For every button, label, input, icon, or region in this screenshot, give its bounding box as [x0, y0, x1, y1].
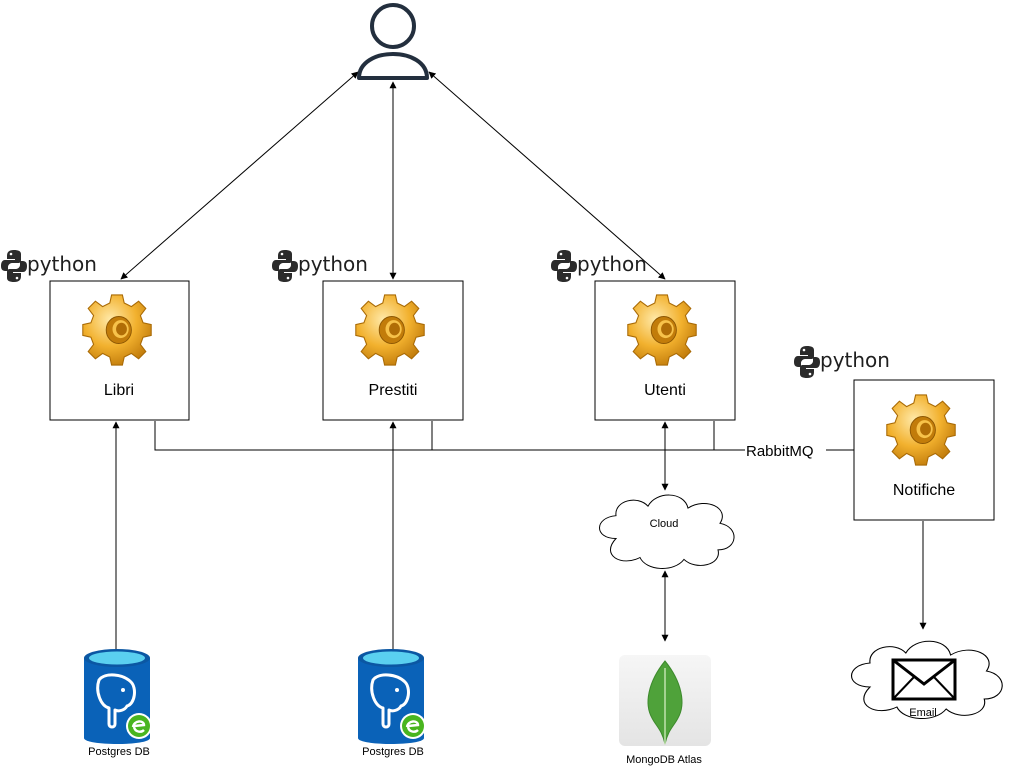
- arrow-user-libri: [120, 71, 359, 280]
- python-label-utenti: python: [577, 252, 647, 276]
- gear-icon: [627, 294, 697, 366]
- postgres-db-icon[interactable]: [82, 647, 154, 746]
- email-label: Email: [909, 707, 937, 719]
- postgres-label-prestiti: Postgres DB: [362, 746, 424, 758]
- arrow-user-utenti: [428, 71, 666, 280]
- rabbitmq-bus-line: [154, 421, 745, 451]
- service-notifiche[interactable]: Notifiche: [853, 379, 995, 521]
- service-utenti[interactable]: Utenti: [594, 280, 736, 421]
- connectors: [112, 71, 927, 659]
- postgres-db-icon[interactable]: [356, 647, 428, 746]
- cloud-node[interactable]: [599, 494, 735, 569]
- gear-icon: [355, 294, 425, 366]
- cloud-label: Cloud: [650, 518, 679, 530]
- python-logo-notifiche: [794, 346, 820, 378]
- service-libri[interactable]: Libri: [49, 280, 190, 421]
- service-label-notifiche: Notifiche: [893, 482, 955, 499]
- python-logo-libri: [1, 250, 27, 282]
- gear-icon: [886, 394, 956, 466]
- python-logo-utenti: [551, 250, 577, 282]
- rabbitmq-label: RabbitMQ: [746, 443, 814, 460]
- mongodb-leaf-icon[interactable]: [619, 655, 711, 746]
- gear-icon: [82, 294, 152, 366]
- python-label-prestiti: python: [298, 252, 368, 276]
- service-label-utenti: Utenti: [644, 382, 686, 399]
- mongodb-label: MongoDB Atlas: [626, 754, 702, 766]
- python-logo-prestiti: [272, 250, 298, 282]
- envelope-icon: [891, 658, 957, 701]
- service-prestiti[interactable]: Prestiti: [322, 280, 464, 421]
- service-label-libri: Libri: [104, 382, 134, 399]
- service-label-prestiti: Prestiti: [369, 382, 418, 399]
- user-icon: [357, 3, 429, 80]
- postgres-label-libri: Postgres DB: [88, 746, 150, 758]
- python-label-libri: python: [27, 252, 97, 276]
- python-label-notifiche: python: [820, 348, 890, 372]
